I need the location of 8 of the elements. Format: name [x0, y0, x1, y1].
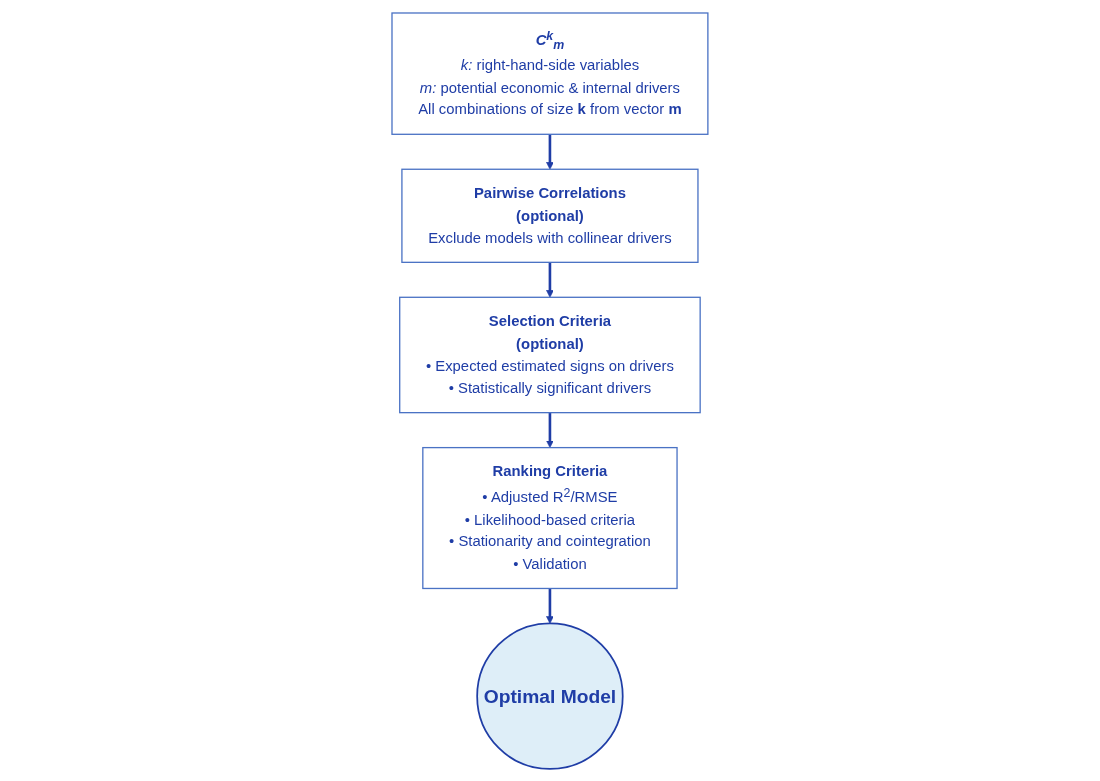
- arrow: [546, 412, 554, 448]
- arrow: [546, 261, 554, 298]
- arrow: [546, 587, 554, 624]
- node-box: Ranking Criteria • Adjusted R$^{2}$/RMSE • Likelihood-based criteria • Stationarity and cointegration • Validation: [422, 446, 678, 589]
- node-box: Pairwise Correlations (optional) Exclude models with collinear drivers: [401, 168, 699, 263]
- arrow: [546, 133, 554, 170]
- node-circle: Optimal Model: [476, 622, 624, 770]
- node-box: Selection Criteria (optional) • Expected estimated signs on drivers • Statistically significant drivers: [399, 296, 701, 413]
